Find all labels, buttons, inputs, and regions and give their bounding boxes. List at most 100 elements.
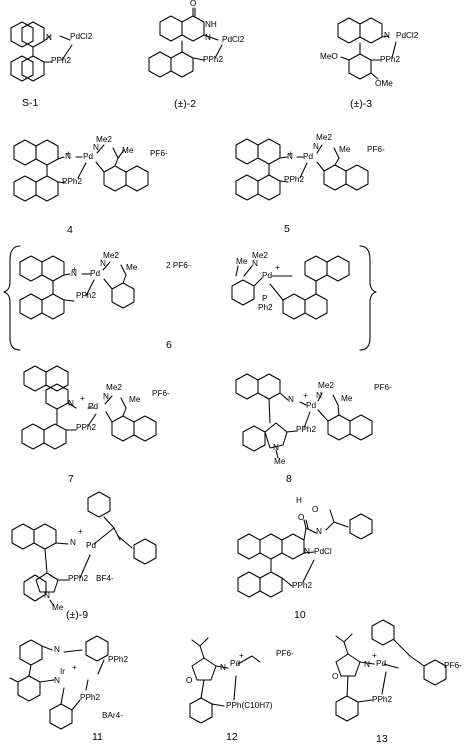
anion: PF6- (444, 661, 462, 670)
atom-indole-me: Me (274, 457, 286, 466)
atom-p: PPh2 (68, 574, 89, 583)
atom-pd: Pd (306, 401, 317, 410)
atom-n: N (384, 31, 390, 40)
atom-pd: PdCl2 (222, 35, 245, 44)
atom-n: N (287, 152, 293, 161)
atom-o: O (332, 672, 339, 681)
atom-n: N (220, 663, 226, 672)
atom-me2: Me2 (96, 135, 112, 144)
compound-label-11: 11 (92, 731, 103, 743)
atom-pd: Pd (303, 152, 314, 161)
atom-me: Me (129, 395, 141, 404)
atom-me2-b: Me2 (252, 251, 268, 260)
atom-nh: NH (205, 20, 217, 29)
atom-plus: + (372, 651, 377, 660)
atom-p: PPh2 (51, 56, 72, 65)
atom-n1: N (54, 645, 60, 654)
atom-p: PPh2 (372, 695, 393, 704)
compound-11-structure (9, 635, 109, 730)
atom-me: Me (339, 145, 351, 154)
atom-n2: N (103, 392, 109, 401)
anion: BAr4- (102, 711, 123, 720)
compound-label-4: 4 (67, 224, 73, 236)
atom-n2: N (54, 676, 60, 685)
atom-indole-n: N (273, 443, 279, 452)
compound-3-structure (337, 17, 397, 80)
atom-plus: + (72, 663, 77, 672)
atom-me2: Me2 (318, 381, 334, 390)
atom-me: Me (126, 263, 138, 272)
atom-n: N (364, 660, 370, 669)
atom-o: O (190, 0, 197, 8)
atom-indole-n: N (44, 591, 50, 600)
atom-plus: + (239, 651, 244, 660)
anion: PF6- (374, 383, 392, 392)
compound-label-8: 8 (286, 473, 292, 485)
compound-5-structure (235, 138, 369, 201)
atom-pd: Pd (83, 152, 94, 161)
atom-h: H (296, 496, 302, 505)
atom-p: PPh2 (380, 55, 401, 64)
atom-pd: Pd (230, 659, 241, 668)
atom-n2: N (100, 259, 106, 268)
atom-plus: + (288, 149, 293, 158)
compound-label-9: (±)-9 (66, 609, 89, 621)
anion: PF6- (152, 389, 170, 398)
atom-n: N (46, 33, 52, 42)
atom-me2: Me2 (103, 251, 119, 260)
atom-plus: + (303, 391, 308, 400)
compound-4-structure (13, 139, 149, 202)
anion: PF6- (150, 149, 168, 158)
anion: PF6- (367, 145, 385, 154)
compound-label-10: 10 (294, 609, 306, 621)
compound-label-13: 13 (376, 733, 388, 745)
atom-n2: N (304, 547, 310, 556)
atom-plus: + (80, 394, 85, 403)
anion: BF4- (96, 574, 114, 583)
atom-p: PPh2 (76, 423, 97, 432)
atom-p1: PPh2 (108, 655, 129, 664)
compound-9-structure (11, 491, 157, 607)
anion: PF6- (276, 649, 294, 658)
atom-p: PPh2 (203, 55, 224, 64)
compound-label-3: (±)-3 (350, 98, 373, 110)
atom-ome1: MeO (320, 52, 338, 61)
atom-me-b: Me (236, 257, 248, 266)
atom-me: Me (122, 146, 134, 155)
atom-plus-b: + (275, 263, 280, 272)
compound-label-7: 7 (68, 473, 74, 485)
atom-pd: Pd (90, 269, 101, 278)
atom-plus: + (72, 265, 77, 274)
atom-plus: + (78, 527, 83, 536)
compound-label-s1: S-1 (22, 97, 39, 109)
atom-p: PPh2 (296, 425, 317, 434)
atom-me2: Me2 (106, 383, 122, 392)
atom-n: N (71, 269, 77, 278)
atom-ome2: OMe (375, 79, 393, 88)
compound-label-5: 5 (284, 223, 290, 235)
atom-p2: PPh2 (80, 693, 101, 702)
compound-8-structure (235, 373, 373, 459)
atom-o1: O (312, 505, 319, 514)
atom-pd: Pd (376, 659, 387, 668)
atom-ir: Ir (60, 667, 66, 676)
atom-n-b: N (252, 259, 258, 268)
atom-n: N (65, 152, 71, 161)
compound-13-structure (335, 619, 447, 722)
atom-n1: N (316, 527, 322, 536)
compound-s1-structure (10, 21, 73, 82)
atom-n2: N (316, 391, 322, 400)
atom-ph2-b: Ph2 (258, 303, 273, 312)
atom-pd: Pd (86, 541, 97, 550)
atom-me: Me (341, 394, 353, 403)
atom-n2: N (313, 142, 319, 151)
atom-o: O (186, 676, 193, 685)
atom-o2: O (298, 513, 305, 522)
atom-pd: Pd (88, 402, 99, 411)
compound-label-12: 12 (226, 731, 238, 743)
atom-pd: PdCl2 (70, 32, 93, 41)
anion: 2 PF6- (166, 261, 191, 270)
compound-10-structure (237, 509, 373, 598)
atom-n2: N (93, 143, 99, 152)
